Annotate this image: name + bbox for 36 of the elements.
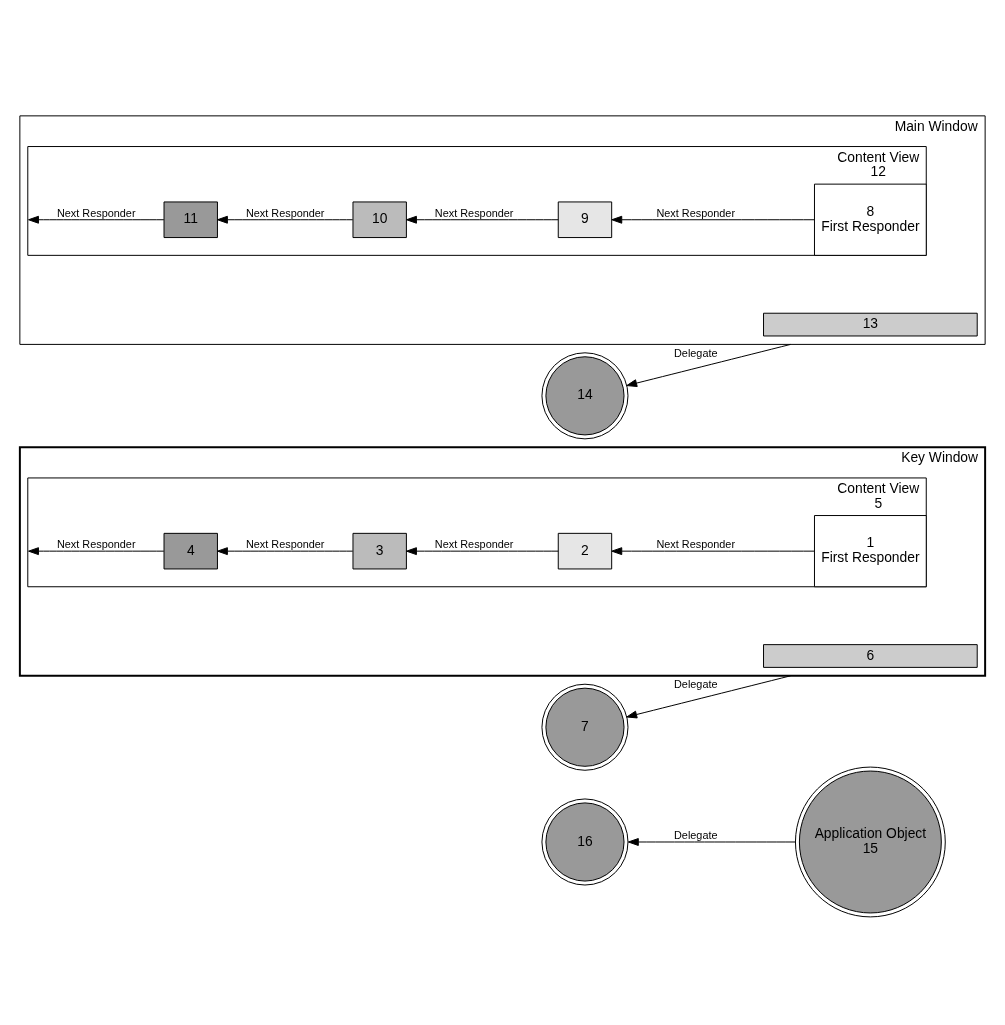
arrow: [627, 838, 796, 846]
edge-label: Next Responder: [245, 206, 325, 219]
node-box: 4: [163, 532, 218, 570]
node-box: 8 First Responder: [814, 183, 927, 256]
node-box: 3: [352, 532, 407, 570]
edge-label: Next Responder: [245, 537, 325, 550]
node-box: 13: [763, 312, 978, 337]
node-circle: Application Object 15: [794, 766, 946, 918]
node-circle: 16: [541, 798, 629, 886]
node-box: 2: [557, 532, 613, 570]
arrow: [217, 547, 354, 556]
edge-label: Next Responder: [656, 206, 736, 219]
edge-label: Next Responder: [434, 537, 514, 550]
arrow: [611, 547, 815, 556]
edge-label: Next Responder: [56, 537, 136, 550]
edge-label: Delegate: [673, 828, 718, 841]
node-box: 10: [352, 201, 407, 239]
arrow: [626, 675, 792, 719]
arrow: [28, 215, 165, 224]
arrow: [28, 547, 165, 556]
node-circle: 7: [541, 683, 629, 771]
node-box: 1 First Responder: [814, 515, 927, 588]
node-box: 6: [763, 644, 978, 668]
edge-label: Next Responder: [656, 537, 736, 550]
edge-label: Delegate: [673, 347, 718, 360]
edge-label: Delegate: [673, 678, 718, 691]
arrow: [626, 343, 792, 388]
arrow: [611, 215, 815, 224]
edge-label: Next Responder: [434, 206, 514, 219]
node-circle: 14: [541, 352, 629, 440]
arrow: [406, 547, 559, 556]
arrow: [406, 215, 559, 224]
arrow: [217, 215, 354, 224]
node-box: 9: [557, 201, 613, 239]
edge-label: Next Responder: [56, 206, 136, 219]
node-box: 11: [163, 201, 218, 239]
